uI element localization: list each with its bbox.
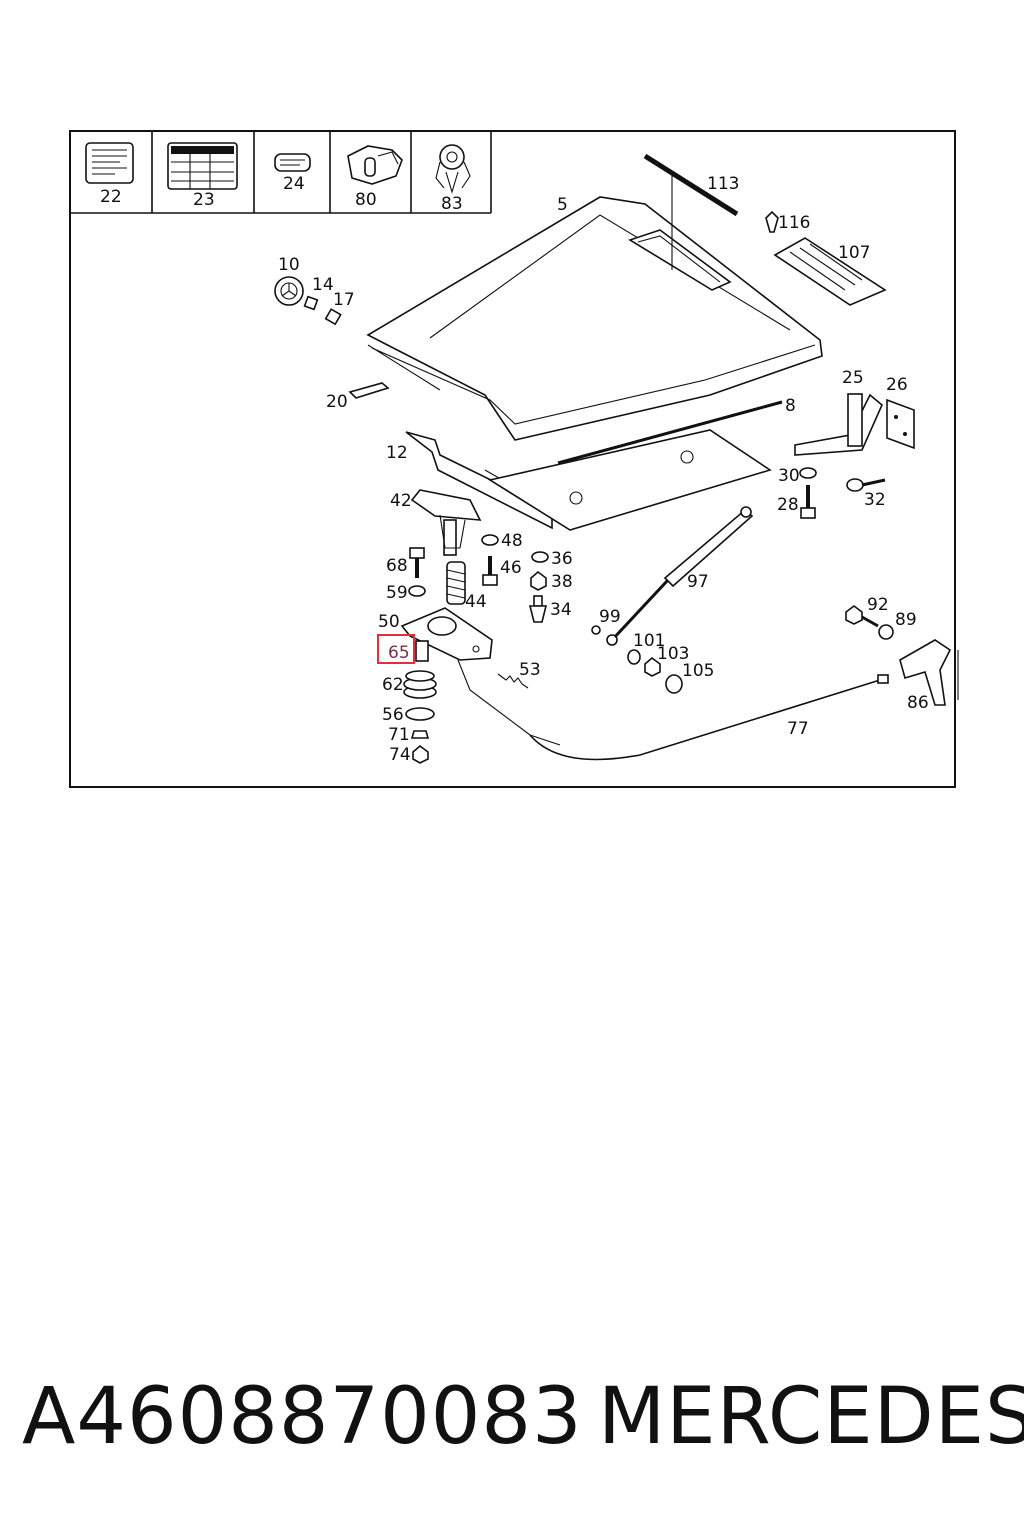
- callout-59: 59: [386, 583, 408, 603]
- callout-92: 92: [867, 595, 889, 615]
- callout-38: 38: [551, 572, 573, 592]
- callout-105: 105: [682, 661, 714, 681]
- hood-panel: [366, 196, 823, 441]
- brand-name: MERCEDES: [598, 1372, 1024, 1462]
- highlight-box: [377, 634, 415, 664]
- hose-clip-icon: [435, 144, 471, 194]
- callout-14: 14: [312, 275, 334, 295]
- callout-36: 36: [551, 549, 573, 569]
- callout-89: 89: [895, 610, 917, 630]
- callout-113: 113: [707, 174, 739, 194]
- callout-34: 34: [550, 600, 572, 620]
- washer-56: [405, 707, 435, 721]
- info-plate-icon: [167, 142, 238, 190]
- trim-strip: [643, 153, 739, 270]
- ring-105: [665, 674, 683, 694]
- hinge-plate: [886, 398, 915, 450]
- callout-83: 83: [441, 194, 463, 214]
- small-label-icon: [274, 153, 311, 172]
- bolt-92: [845, 605, 879, 628]
- callout-97: 97: [687, 572, 709, 592]
- callout-5: 5: [557, 195, 568, 215]
- bolt-48: [481, 534, 499, 546]
- callout-99: 99: [599, 607, 621, 627]
- callout-80: 80: [355, 190, 377, 210]
- seal-strip: [348, 382, 390, 399]
- emblem-clip: [324, 308, 342, 326]
- nut-74: [412, 744, 429, 764]
- callout-53: 53: [519, 660, 541, 680]
- callout-116: 116: [778, 213, 810, 233]
- callout-42: 42: [390, 491, 412, 511]
- emblem-nut: [303, 295, 319, 311]
- nut-38: [530, 570, 547, 591]
- inner-panel: [487, 429, 772, 531]
- spring-53: [497, 673, 529, 689]
- clip-71: [410, 730, 430, 739]
- vent-grille: [773, 237, 887, 306]
- washer-59: [408, 585, 426, 597]
- callout-20: 20: [326, 392, 348, 412]
- callout-62: 62: [382, 675, 404, 695]
- nut-36: [531, 551, 549, 563]
- release-cable-77: [529, 674, 889, 761]
- part-number: A4608870083: [22, 1372, 583, 1462]
- bolt-68: [409, 547, 425, 578]
- callout-10: 10: [278, 255, 300, 275]
- hood-hinge: [794, 393, 883, 456]
- callout-101: 101: [633, 631, 665, 651]
- callout-86: 86: [907, 693, 929, 713]
- callout-77: 77: [787, 719, 809, 739]
- rubber-62: [403, 670, 437, 699]
- callout-25: 25: [842, 368, 864, 388]
- callout-32: 32: [864, 490, 886, 510]
- push-clip: [765, 210, 779, 233]
- release-handle-86: [899, 639, 959, 706]
- callout-30: 30: [778, 466, 800, 486]
- callout-65: 65: [388, 643, 410, 663]
- callout-50: 50: [378, 612, 400, 632]
- washer-101: [627, 649, 641, 665]
- callout-44: 44: [465, 592, 487, 612]
- callout-48: 48: [501, 531, 523, 551]
- nut-103: [644, 656, 661, 677]
- callout-8: 8: [785, 396, 796, 416]
- callout-22: 22: [100, 187, 122, 207]
- callout-17: 17: [333, 290, 355, 310]
- callout-26: 26: [886, 375, 908, 395]
- callout-56: 56: [382, 705, 404, 725]
- buffer-34: [528, 595, 548, 623]
- bolt-28: [800, 485, 816, 519]
- stay-rod: [557, 400, 783, 465]
- callout-71: 71: [388, 725, 410, 745]
- header-box-row: 22 23 24 80 83: [69, 130, 492, 214]
- gas-strut: [610, 506, 754, 642]
- washer-89: [878, 624, 894, 640]
- bracket-clip-icon: [347, 145, 403, 185]
- ball-stud-99: [591, 625, 618, 646]
- callout-74: 74: [389, 745, 411, 765]
- callout-68: 68: [386, 556, 408, 576]
- latch-assembly: [410, 489, 482, 556]
- callout-12: 12: [386, 443, 408, 463]
- callout-46: 46: [500, 558, 522, 578]
- spring-44: [446, 561, 466, 605]
- exploded-parts-diagram: 22 23 24 80 83: [69, 130, 959, 765]
- callout-103: 103: [657, 644, 689, 664]
- callout-107: 107: [838, 243, 870, 263]
- label-sticker-icon: [85, 142, 134, 184]
- bushing-65: [415, 640, 429, 662]
- callout-28: 28: [777, 495, 799, 515]
- emblem: [274, 276, 304, 306]
- diagram-frame: [69, 130, 956, 788]
- screw-32: [846, 478, 886, 492]
- callout-23: 23: [193, 190, 215, 210]
- washer-30: [799, 467, 817, 479]
- bolt-46: [482, 556, 498, 586]
- callout-24: 24: [283, 174, 305, 194]
